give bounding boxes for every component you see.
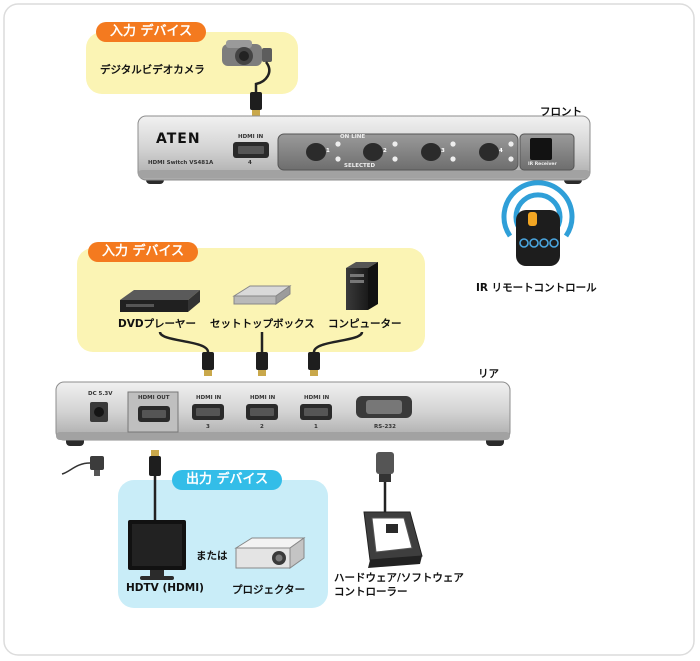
front-hdmi-in-number: 4 xyxy=(248,160,252,166)
ir-wave-icon xyxy=(501,180,575,238)
front-switch-device xyxy=(137,115,591,184)
port-label-3: 3 xyxy=(441,148,445,154)
computer-cable xyxy=(308,331,364,376)
camera-icon xyxy=(222,40,272,66)
hdmi-in-label-3: HDMI IN xyxy=(196,395,222,401)
ir-receiver-label: IR Receiver xyxy=(528,162,557,167)
dvd-label: DVDプレーヤー xyxy=(118,318,197,330)
rs232-cable xyxy=(376,452,394,512)
model-label: HDMI Switch VS481A xyxy=(148,160,214,166)
front-hdmi-in-label: HDMI IN xyxy=(238,134,264,140)
projector-label: プロジェクター xyxy=(232,584,306,596)
camera-cable xyxy=(250,61,271,117)
rear-port-number-1: 1 xyxy=(314,424,318,430)
set-top-box-icon xyxy=(232,285,292,305)
hdtv-label: HDTV (HDMI) xyxy=(126,582,204,594)
hdmi-out-cable xyxy=(149,450,161,524)
computer-tower-icon xyxy=(346,262,378,310)
port-label-2: 2 xyxy=(383,148,387,154)
camera-label: デジタルビデオカメラ xyxy=(100,64,205,76)
rear-port-number-3: 3 xyxy=(206,424,210,430)
projector-icon xyxy=(234,537,306,569)
rear-switch-device xyxy=(55,381,511,446)
controller-label-line1: ハードウェア/ソフトウェア xyxy=(334,572,464,584)
power-label: DC 5.3V xyxy=(88,391,113,397)
rear-title: リア xyxy=(478,368,499,380)
rear-port-number-2: 2 xyxy=(260,424,264,430)
rs232-label: RS-232 xyxy=(374,424,396,430)
front-title: フロント xyxy=(540,106,582,118)
remote-label: IR リモートコントロール xyxy=(476,282,597,294)
online-label: ON LINE xyxy=(340,134,366,140)
ir-remote-icon xyxy=(516,210,560,266)
hdmi-in-label-2: HDMI IN xyxy=(250,395,276,401)
settop-cable xyxy=(256,332,268,376)
controller-icon xyxy=(363,511,423,568)
hdmi-in-label-1: HDMI IN xyxy=(304,395,330,401)
port-label-4: 4 xyxy=(499,148,503,154)
hdmi-out-label: HDMI OUT xyxy=(138,395,170,401)
middle-input-badge: 入力 デバイス xyxy=(88,242,199,262)
top-input-badge: 入力 デバイス xyxy=(96,22,207,42)
or-text: または xyxy=(196,550,228,562)
dvd-cable xyxy=(158,331,214,376)
dvd-player-icon xyxy=(120,290,200,312)
power-cable xyxy=(61,456,104,476)
controller-label-line2: コントローラー xyxy=(334,586,408,598)
port-label-1: 1 xyxy=(326,148,330,154)
settop-label: セットトップボックス xyxy=(210,318,315,330)
front-port-buttons xyxy=(306,141,514,162)
aten-logo: ATEN xyxy=(156,131,201,147)
computer-label: コンピューター xyxy=(328,318,402,330)
output-badge: 出力 デバイス xyxy=(172,470,283,490)
hdtv-icon xyxy=(128,520,186,580)
selected-label: SELECTED xyxy=(344,163,376,169)
